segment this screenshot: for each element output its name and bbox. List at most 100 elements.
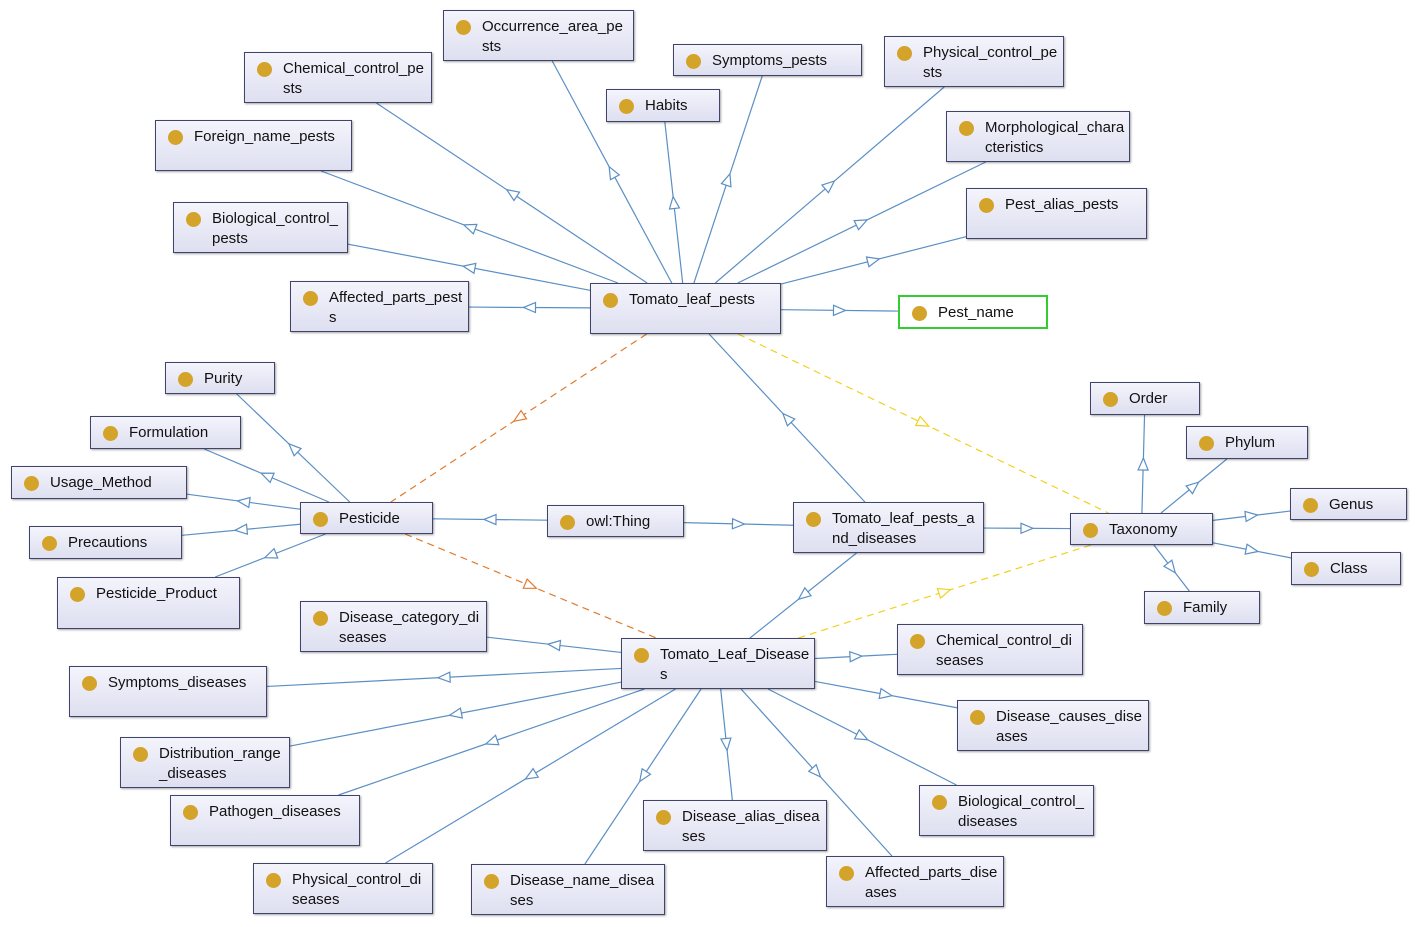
node-label: Disease_causes_diseases	[996, 708, 1142, 745]
class-dot-icon	[313, 611, 328, 626]
class-dot-icon	[1157, 601, 1172, 616]
edge-tomato_leaf_diseases-to-physical_control_diseases	[385, 688, 676, 864]
edge-tomato_leaf_diseases-to-disease_name_diseases	[584, 688, 702, 865]
node-label: Symptoms_pests	[712, 52, 828, 69]
node-pesticide[interactable]: Pesticide	[300, 502, 433, 534]
node-chemical-control-pests[interactable]: Chemical_control_pests	[244, 52, 432, 103]
node-formulation[interactable]: Formulation	[90, 416, 241, 449]
edge-tomato_leaf_diseases-to-disease_causes_diseases	[814, 680, 958, 709]
node-precautions[interactable]: Precautions	[29, 526, 182, 559]
node-label: Habits	[645, 97, 688, 114]
edge-taxonomy-to-family	[1153, 544, 1190, 592]
node-label: Symptoms_diseases	[108, 674, 247, 691]
node-label: Pesticide_Product	[96, 585, 217, 602]
node-biological-control-diseases[interactable]: Biological_control_diseases	[919, 785, 1094, 836]
node-symptoms-diseases[interactable]: Symptoms_diseases	[69, 666, 267, 717]
edge-tomato_leaf_pests-to-taxonomy	[737, 333, 1109, 514]
node-label: Formulation	[129, 424, 209, 441]
node-phylum[interactable]: Phylum	[1186, 426, 1308, 459]
node-usage-method[interactable]: Usage_Method	[11, 466, 187, 499]
class-dot-icon	[103, 426, 118, 441]
arrowhead-icon	[668, 194, 681, 210]
node-label: Pesticide	[339, 510, 400, 527]
edge-taxonomy-to-class	[1212, 542, 1292, 559]
node-label: owl:Thing	[586, 513, 651, 530]
edge-tomato_leaf_diseases-to-disease_alias_diseases	[719, 688, 733, 801]
node-chemical-control-diseases[interactable]: Chemical_control_diseases	[897, 624, 1083, 675]
class-dot-icon	[897, 46, 912, 61]
class-dot-icon	[186, 212, 201, 227]
edge-tomato_leaf_pests_and_diseases-to-taxonomy	[983, 522, 1071, 535]
node-label: Physical_control_diseases	[292, 871, 422, 908]
edge-pesticide-to-pesticide_product	[214, 533, 326, 578]
node-purity[interactable]: Purity	[165, 362, 275, 394]
node-occurrence-area-pests[interactable]: Occurrence_area_pests	[443, 10, 634, 61]
class-dot-icon	[619, 99, 634, 114]
arrowhead-icon	[914, 415, 931, 427]
node-disease-causes-diseases[interactable]: Disease_causes_diseases	[957, 700, 1149, 751]
node-pathogen-diseases[interactable]: Pathogen_diseases	[170, 795, 360, 846]
node-physical-control-diseases[interactable]: Physical_control_diseases	[253, 863, 433, 914]
edge-tomato_leaf_pests-to-symptoms_pests	[693, 75, 763, 284]
edge-tomato_leaf_pests-to-pest_name	[780, 304, 899, 317]
node-genus[interactable]: Genus	[1290, 488, 1407, 520]
arrowhead-icon	[832, 304, 848, 317]
edge-tomato_leaf_diseases-to-taxonomy	[798, 544, 1092, 639]
edge-tomato_leaf_diseases-to-symptoms_diseases	[266, 667, 622, 688]
class-dot-icon	[178, 372, 193, 387]
class-dot-icon	[1199, 436, 1214, 451]
arrowhead-icon	[731, 517, 747, 530]
edge-tomato_leaf_pests-to-chemical_control_pests	[376, 102, 648, 284]
edge-tomato_leaf_pests-to-morphological_characteristics	[737, 161, 987, 284]
class-dot-icon	[257, 62, 272, 77]
node-label: Morphological_characteristics	[985, 119, 1125, 156]
node-habits[interactable]: Habits	[606, 89, 720, 122]
node-family[interactable]: Family	[1144, 591, 1260, 624]
node-pest-name[interactable]: Pest_name	[898, 295, 1048, 329]
class-dot-icon	[484, 874, 499, 889]
class-dot-icon	[313, 512, 328, 527]
arrowhead-icon	[936, 587, 952, 600]
class-dot-icon	[1083, 523, 1098, 538]
node-affected-parts-diseases[interactable]: Affected_parts_diseases	[826, 856, 1004, 907]
edge-tomato_leaf_pests_and_diseases-to-tomato_leaf_diseases	[749, 552, 857, 639]
node-disease-name-diseases[interactable]: Disease_name_diseases	[471, 864, 665, 915]
arrowhead-icon	[436, 671, 451, 684]
class-dot-icon	[932, 795, 947, 810]
edge-pesticide-to-tomato_leaf_diseases	[404, 533, 657, 639]
class-dot-icon	[603, 293, 618, 308]
arrowhead-icon	[233, 523, 249, 536]
node-pest-alias-pests[interactable]: Pest_alias_pests	[966, 188, 1147, 239]
edge-tomato_leaf_diseases-to-chemical_control_diseases	[814, 650, 898, 663]
class-dot-icon	[1304, 562, 1319, 577]
node-disease-category-diseases[interactable]: Disease_category_diseases	[300, 601, 487, 652]
node-physical-control-pests[interactable]: Physical_control_pests	[884, 36, 1064, 87]
node-taxonomy[interactable]: Taxonomy	[1070, 513, 1213, 545]
node-tomato-leaf-diseases[interactable]: Tomato_Leaf_Diseases	[621, 638, 815, 689]
node-foreign-name-pests[interactable]: Foreign_name_pests	[155, 120, 352, 171]
node-tomato-leaf-pests-and-diseases[interactable]: Tomato_leaf_pests_and_diseases	[793, 502, 984, 553]
node-disease-alias-diseases[interactable]: Disease_alias_diseases	[643, 800, 827, 851]
class-dot-icon	[656, 810, 671, 825]
node-symptoms-pests[interactable]: Symptoms_pests	[673, 44, 862, 76]
class-dot-icon	[266, 873, 281, 888]
edge-tomato_leaf_diseases-to-distribution_range_diseases	[289, 681, 622, 747]
class-dot-icon	[82, 676, 97, 691]
node-label: Class	[1330, 560, 1368, 577]
edge-taxonomy-to-phylum	[1160, 458, 1228, 514]
node-tomato-leaf-pests[interactable]: Tomato_leaf_pests	[590, 283, 781, 334]
edge-pesticide-to-purity	[236, 393, 351, 503]
node-affected-parts-pests[interactable]: Affected_parts_pests	[290, 281, 469, 332]
node-morphological-characteristics[interactable]: Morphological_characteristics	[946, 111, 1130, 162]
node-distribution-range-diseases[interactable]: Distribution_range_diseases	[120, 737, 290, 788]
node-owl-thing[interactable]: owl:Thing	[547, 505, 684, 537]
class-dot-icon	[456, 20, 471, 35]
node-pesticide-product[interactable]: Pesticide_Product	[57, 577, 240, 629]
node-label: Distribution_range_diseases	[159, 745, 281, 782]
node-order[interactable]: Order	[1090, 382, 1200, 415]
node-class[interactable]: Class	[1291, 552, 1401, 585]
class-dot-icon	[42, 536, 57, 551]
edge-tomato_leaf_diseases-to-pathogen_diseases	[338, 688, 645, 796]
class-dot-icon	[806, 512, 821, 527]
node-biological-control-pests[interactable]: Biological_control_pests	[173, 202, 348, 253]
